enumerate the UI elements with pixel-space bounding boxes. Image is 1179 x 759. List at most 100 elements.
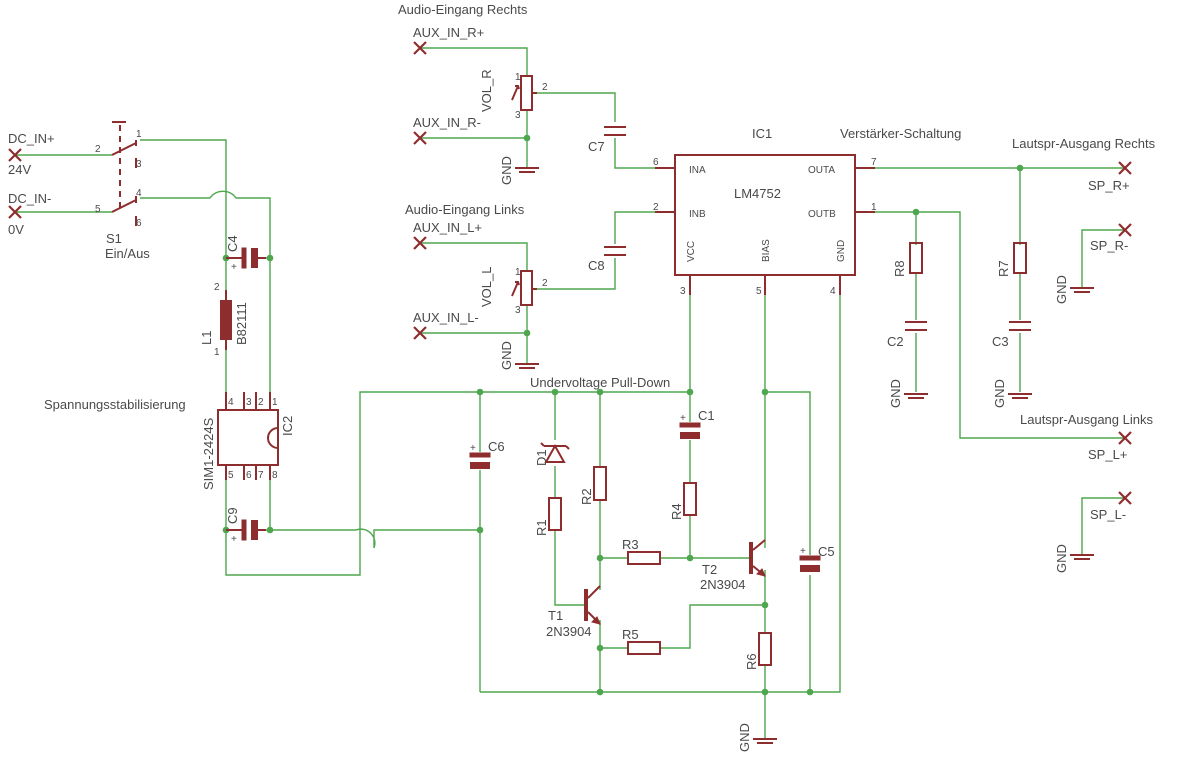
junction	[1016, 164, 1024, 172]
resistor-r1-icon	[548, 497, 562, 531]
label-c9: C9	[225, 507, 240, 524]
label-d1: D1	[534, 449, 549, 466]
junction	[596, 388, 604, 396]
wire-ic2-left	[225, 391, 690, 576]
pin-number: 4	[136, 188, 142, 199]
heading-audio-left: Audio-Eingang Links	[405, 202, 525, 217]
switch-s1-icon	[111, 121, 137, 226]
label-sp-l-minus: SP_L-	[1090, 507, 1126, 522]
polarity-plus: +	[231, 262, 237, 273]
pin-number: 2	[653, 202, 659, 213]
junction	[476, 388, 484, 396]
resistor-r8-icon	[909, 242, 923, 274]
inductor-l1-icon	[220, 290, 232, 350]
label-gnd: GND	[737, 723, 752, 752]
heading-undervoltage: Undervoltage Pull-Down	[530, 375, 670, 390]
junctions	[222, 134, 1024, 696]
dc-in-minus-cross-icon	[8, 205, 22, 219]
wire-c7-ina	[614, 138, 675, 169]
label-gnd: GND	[499, 156, 514, 185]
wire-c8-inb	[614, 211, 675, 244]
diode-d1-icon	[540, 442, 570, 463]
label-r3: R3	[622, 537, 639, 552]
gnd-icon	[515, 167, 539, 173]
dc-in-plus-cross-icon	[8, 148, 22, 162]
heading-speaker-left: Lautspr-Ausgang Links	[1020, 412, 1153, 427]
label-gnd: GND	[888, 379, 903, 408]
pin-number: 6	[653, 157, 659, 168]
aux-l-minus-cross-icon	[413, 326, 427, 340]
pin-numbers: 2 5 1 3 4 6 2 1 4 3 2 1 5 6 7 8 1 2 3 1 …	[95, 72, 877, 557]
pin-number: 2	[542, 278, 548, 289]
label-c6: C6	[488, 439, 505, 454]
pin-number: 1	[136, 129, 142, 140]
polarity-plus: +	[470, 443, 476, 454]
label-c2: C2	[887, 334, 904, 349]
sp-r-minus-cross-icon	[1118, 223, 1132, 237]
pin-number: 2	[258, 397, 264, 408]
label-s1: S1	[106, 231, 122, 246]
pin-number: 1	[515, 72, 521, 83]
pin-number: 4	[228, 397, 234, 408]
label-c1: C1	[698, 408, 715, 423]
label-aux-l-plus: AUX_IN_L+	[413, 220, 482, 235]
polarity-plus: +	[231, 534, 237, 545]
label-dc-in-minus-value: 0V	[8, 222, 24, 237]
resistor-r6-icon	[758, 632, 772, 666]
pin-number: 5	[756, 286, 762, 297]
label-s1-value: Ein/Aus	[105, 246, 150, 261]
label-t1: T1	[548, 608, 563, 623]
capacitor-c8-icon	[604, 246, 626, 256]
pin-number: 2	[542, 82, 548, 93]
label-c5: C5	[818, 544, 835, 559]
junction	[476, 526, 484, 534]
transistor-t1-icon	[584, 585, 601, 625]
gnd-symbols	[515, 167, 1094, 744]
label-gnd: GND	[499, 341, 514, 370]
heading-audio-right: Audio-Eingang Rechts	[398, 2, 528, 17]
resistor-r3-icon	[627, 551, 661, 565]
gnd-icon	[1070, 554, 1094, 560]
resistor-r5-icon	[627, 641, 661, 655]
pin-number: 4	[830, 286, 836, 297]
pin-number: 6	[136, 218, 142, 229]
label-dc-in-plus-value: 24V	[8, 162, 31, 177]
wires	[15, 47, 1125, 738]
pin-number: 7	[258, 470, 264, 481]
label-ic1: IC1	[752, 126, 772, 141]
resistor-r2-icon	[593, 466, 607, 501]
ic2-module-icon	[217, 392, 279, 480]
aux-l-plus-cross-icon	[413, 236, 427, 250]
wire-ic1-gnd	[480, 275, 841, 693]
label-r8: R8	[892, 260, 907, 277]
ic1-pin-gnd: GND	[836, 240, 847, 262]
wire-outb	[855, 211, 1125, 439]
label-ic2-value: SIM1-2424S	[201, 417, 216, 490]
wire-vol-l-wiper	[537, 258, 616, 290]
label-r1: R1	[534, 519, 549, 536]
label-aux-l-minus: AUX_IN_L-	[413, 310, 479, 325]
label-vol-r: VOL_R	[479, 69, 494, 112]
capacitor-c7-icon	[604, 126, 626, 136]
pin-number: 1	[272, 397, 278, 408]
label-c3: C3	[992, 334, 1009, 349]
label-vol-l: VOL_L	[479, 267, 494, 307]
ic1-pin-bias: BIAS	[761, 239, 772, 262]
label-t2-value: 2N3904	[700, 577, 746, 592]
labels: Audio-Eingang Rechts Audio-Eingang Links…	[8, 2, 1156, 752]
label-ic2: IC2	[280, 416, 295, 436]
label-t1-value: 2N3904	[546, 624, 592, 639]
wire-aux-r-plus	[420, 47, 528, 75]
capacitor-c9-icon	[226, 519, 266, 541]
polarity-plus: +	[800, 546, 806, 557]
pin-number: 8	[272, 470, 278, 481]
junction	[686, 554, 694, 562]
sp-l-plus-cross-icon	[1118, 431, 1132, 445]
wire-sp-l-minus	[1081, 497, 1125, 555]
label-r7: R7	[996, 260, 1011, 277]
connector-marks	[8, 41, 1132, 505]
sp-r-plus-cross-icon	[1118, 161, 1132, 175]
heading-amplifier: Verstärker-Schaltung	[840, 126, 961, 141]
capacitor-c5-icon	[799, 555, 821, 572]
